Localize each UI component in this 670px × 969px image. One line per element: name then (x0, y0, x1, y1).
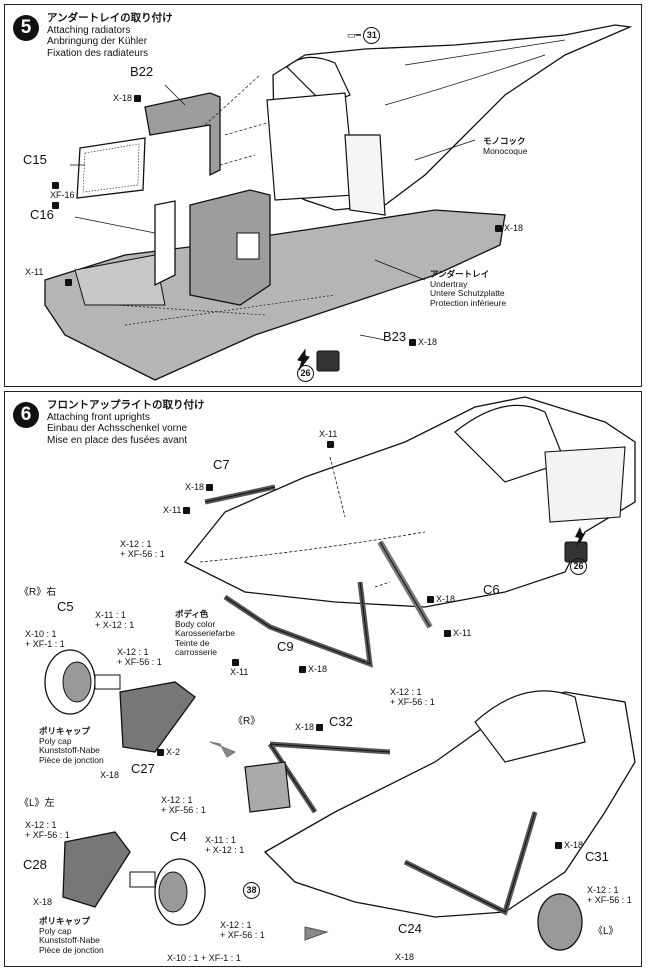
label-b22: B22 (130, 64, 154, 79)
label-x12-a: X-12 : 1+ XF-56 : 1 (120, 539, 165, 559)
label-x12-r: X-12 : 1+ XF-56 : 1 (161, 795, 206, 815)
direction-arrow-icon (209, 741, 237, 758)
step-title: フロントアップライトの取り付け Attaching front uprights… (47, 399, 205, 446)
label-c5: C5 (57, 599, 74, 614)
sidepod-b23-shape (189, 189, 271, 306)
label-x18-b: X-18 (493, 223, 523, 233)
step-title: アンダートレイの取り付け Attaching radiators Anbring… (47, 12, 173, 59)
step-5-panel: 5 アンダートレイの取り付け Attaching radiators Anbri… (4, 4, 642, 387)
label-l-left: 《L》左 (19, 798, 55, 809)
label-x18-c9: X-18 (297, 664, 327, 674)
title-de: Anbringung der Kühler (47, 36, 148, 47)
label-c7: C7 (213, 457, 230, 472)
title-en: Attaching radiators (47, 24, 131, 36)
label-x12-l: X-12 : 1+ XF-56 : 1 (25, 820, 70, 840)
label-r-right: 《R》右 (19, 587, 57, 598)
label-x12-c5b: X-12 : 1+ XF-56 : 1 (117, 647, 162, 667)
label-x11-c7: X-11 (163, 505, 192, 515)
label-ref26: 26 (297, 365, 314, 382)
label-c16: C16 (30, 207, 54, 222)
label-x2: X-2 (155, 747, 180, 757)
label-c27: C27 (131, 761, 155, 776)
note-monocoque: モノコック Monocoque (483, 136, 528, 156)
label-ref26: 26 (570, 558, 587, 575)
reference-box-icon (316, 350, 340, 372)
label-c6: C6 (483, 582, 500, 597)
c27-upright (119, 681, 196, 753)
label-x18-a: X-18 (113, 93, 143, 103)
label-x11-c4: X-11 : 1+ X-12 : 1 (205, 835, 245, 855)
label-x18-c28: X-18 (33, 897, 53, 907)
label-x12-c31: X-12 : 1+ XF-56 : 1 (587, 885, 632, 905)
step-6-panel: 6 フロントアップライトの取り付け Attaching front uprigh… (4, 391, 642, 967)
note-body-color: ボディ色 Body color Karosseriefarbe Teinte d… (175, 609, 236, 657)
l-hub (537, 893, 583, 951)
label-c4: C4 (170, 829, 187, 844)
label-x11-c9: X-11 (230, 657, 248, 677)
label-x18-c: X-18 (407, 337, 437, 347)
c15-shape (76, 137, 146, 199)
label-x11: X-11 (25, 267, 74, 287)
note-undertray: アンダートレイ Undertray Untere Schutzplatte Pr… (430, 269, 507, 308)
label-c15: C15 (23, 152, 47, 167)
label-x18-c31: X-18 (553, 840, 583, 850)
label-xf16: XF-16 (50, 180, 75, 210)
step-6-illustration (44, 396, 636, 951)
label-x10-a: X-10 : 1+ XF-1 : 1 (25, 629, 65, 649)
title-fr: Mise en place des fusées avant (47, 434, 188, 446)
c28-upright (62, 831, 131, 908)
label-x11-top: X-11 (319, 429, 337, 449)
r-upright (244, 761, 291, 813)
label-c24: C24 (398, 921, 422, 936)
title-fr: Fixation des radiateurs (47, 47, 149, 59)
title-en: Attaching front uprights (47, 411, 150, 423)
label-ref31: ▭━ 31 (347, 27, 381, 44)
step-5-illustration (44, 24, 633, 381)
label-c31: C31 (585, 849, 609, 864)
label-ref38: 38 (243, 882, 260, 899)
title-jp: フロントアップライトの取り付け (47, 399, 205, 411)
label-x12-b: X-12 : 1+ XF-56 : 1 (390, 687, 435, 707)
label-x11-c5a: X-11 : 1+ X-12 : 1 (95, 610, 135, 630)
step-number: 6 (13, 402, 39, 428)
label-x18-c7: X-18 (185, 482, 215, 492)
c16-shape (154, 200, 176, 287)
label-b23: B23 (383, 329, 407, 344)
label-x11-c6: X-11 (442, 628, 471, 638)
title-jp: アンダートレイの取り付け (47, 12, 173, 24)
direction-arrow-icon-2 (304, 926, 329, 941)
label-c28: C28 (23, 857, 47, 872)
step-number: 5 (13, 15, 39, 41)
b22-shape (144, 92, 221, 177)
label-c9: C9 (277, 639, 294, 654)
label-x18-c24: X-18 (395, 952, 415, 962)
note-polycap-r: ポリキャップ Poly cap Kunststoff-Nabe Pièce de… (39, 726, 104, 765)
label-r-mark: 《R》 (233, 716, 261, 727)
label-l-mark: 《L》 (593, 926, 619, 937)
label-x18-c32: X-18 (295, 722, 325, 732)
label-x10-c4: X-10 : 1 + XF-1 : 1 (167, 953, 241, 963)
label-x18-c6: X-18 (425, 594, 455, 604)
label-x12-c4b: X-12 : 1+ XF-56 : 1 (220, 920, 265, 940)
title-de: Einbau der Achsschenkel vorne (47, 423, 188, 434)
label-c32: C32 (329, 714, 353, 729)
label-x18-c27: X-18 (100, 770, 120, 780)
note-polycap-l: ポリキャップ Poly cap Kunststoff-Nabe Pièce de… (39, 916, 104, 955)
